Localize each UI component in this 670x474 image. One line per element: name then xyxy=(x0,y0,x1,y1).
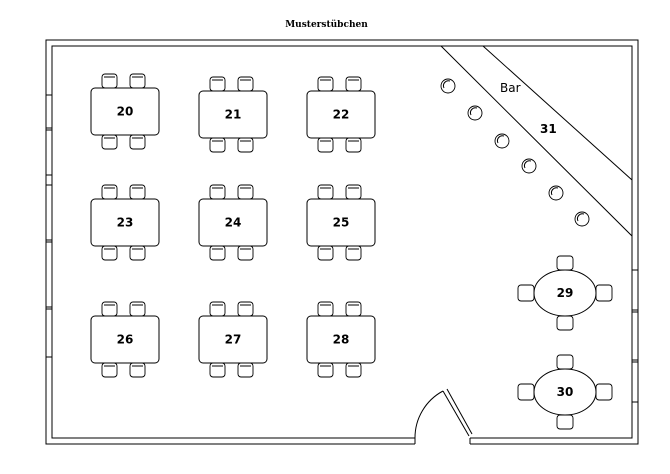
table-number: 22 xyxy=(333,108,350,122)
bar-label: Bar xyxy=(500,81,521,95)
table-25[interactable]: 25 xyxy=(306,184,376,261)
bar-stool[interactable] xyxy=(440,78,456,94)
table-top xyxy=(198,198,268,247)
table-29[interactable]: 29 xyxy=(517,255,613,331)
table-top xyxy=(198,315,268,364)
room-walls xyxy=(45,39,639,445)
table-top xyxy=(90,87,160,136)
table-top xyxy=(90,198,160,247)
table-23[interactable]: 23 xyxy=(90,184,160,261)
left-windows xyxy=(45,94,53,358)
table-top xyxy=(198,90,268,139)
bar-stool[interactable] xyxy=(467,105,483,121)
table-26[interactable]: 26 xyxy=(90,301,160,378)
table-number: 21 xyxy=(225,108,242,122)
table-number: 25 xyxy=(333,216,350,230)
table-30[interactable]: 30 xyxy=(517,354,613,430)
table-top xyxy=(306,90,376,139)
table-top xyxy=(306,198,376,247)
bar-stool[interactable] xyxy=(521,158,537,174)
table-number: 20 xyxy=(117,105,134,119)
table-27[interactable]: 27 xyxy=(198,301,268,378)
table-20[interactable]: 20 xyxy=(90,73,160,150)
table-21[interactable]: 21 xyxy=(198,76,268,153)
bar-counter[interactable]: Bar 31 xyxy=(439,45,633,238)
table-28[interactable]: 28 xyxy=(306,301,376,378)
plan-title: Musterstübchen xyxy=(285,20,368,30)
table-number: 27 xyxy=(225,333,242,347)
table-top xyxy=(533,368,597,416)
dining-tables: 20 21 22 23 24 25 26 27 28 29 30 xyxy=(90,73,613,430)
bar-stool[interactable] xyxy=(574,211,590,227)
table-top xyxy=(533,269,597,317)
bar-stools xyxy=(440,78,590,227)
table-top xyxy=(306,315,376,364)
table-22[interactable]: 22 xyxy=(306,76,376,153)
table-number: 26 xyxy=(117,333,134,347)
table-24[interactable]: 24 xyxy=(198,184,268,261)
bar-stool[interactable] xyxy=(494,133,510,149)
table-top xyxy=(90,315,160,364)
bar-stool[interactable] xyxy=(548,185,564,201)
bar-number: 31 xyxy=(540,122,557,136)
table-number: 30 xyxy=(557,385,574,399)
entrance-door[interactable] xyxy=(414,388,473,439)
table-number: 24 xyxy=(225,216,242,230)
table-number: 23 xyxy=(117,216,134,230)
table-number: 29 xyxy=(557,286,574,300)
table-number: 28 xyxy=(333,333,350,347)
right-windows xyxy=(631,269,639,403)
